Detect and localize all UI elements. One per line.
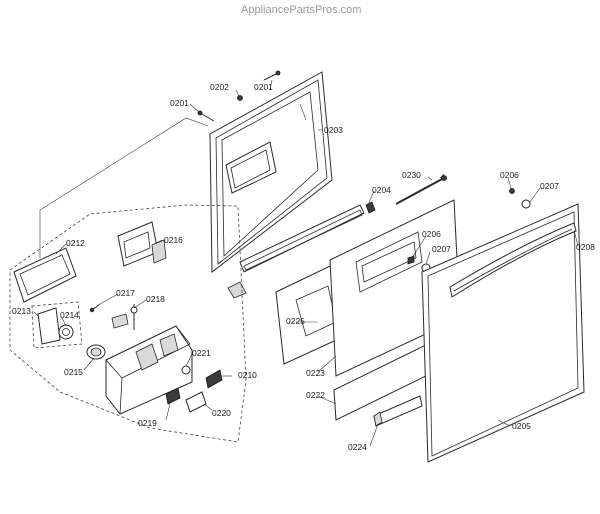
label-0207-top: 0207: [540, 181, 559, 191]
inner-door-liner: [209, 71, 333, 274]
label-0206-top: 0206: [500, 170, 519, 180]
toe-kick-plate: [373, 395, 423, 427]
label-0201-left: 0201: [170, 98, 189, 108]
display-frame: [13, 247, 77, 303]
label-0206-mid: 0206: [422, 229, 441, 239]
outer-door-panel: [421, 203, 585, 463]
label-0203: 0203: [324, 125, 343, 135]
label-0210: 0210: [238, 370, 257, 380]
label-0230: 0230: [402, 170, 421, 180]
label-0215: 0215: [64, 367, 83, 377]
control-module-body: [105, 325, 193, 415]
label-0219: 0219: [138, 418, 157, 428]
control-knob: [86, 344, 106, 360]
label-0218: 0218: [146, 294, 165, 304]
label-0205: 0205: [512, 421, 531, 431]
leader-lines: [33, 79, 579, 447]
label-0202: 0202: [210, 82, 229, 92]
label-0207-mid: 0207: [432, 244, 451, 254]
label-0212: 0212: [66, 238, 85, 248]
label-0221: 0221: [192, 348, 211, 358]
fasteners-right: [509, 188, 531, 209]
small-screws-mid: [89, 303, 138, 330]
label-0208: 0208: [576, 242, 595, 252]
label-0217: 0217: [116, 288, 135, 298]
control-module-group-outline: [9, 204, 247, 443]
label-0201-right: 0201: [254, 82, 273, 92]
label-0220: 0220: [212, 408, 231, 418]
label-0222: 0222: [306, 390, 325, 400]
label-0213: 0213: [12, 306, 31, 316]
label-0224: 0224: [348, 442, 367, 452]
label-0204: 0204: [372, 185, 391, 195]
module-small-parts: [165, 365, 223, 413]
label-0216: 0216: [164, 235, 183, 245]
label-0214: 0214: [60, 310, 79, 320]
label-0225: 0225: [286, 316, 305, 326]
watermark-text: AppliancePartsPros.com: [241, 4, 361, 16]
door-handle: [449, 222, 577, 298]
switch-board: [117, 221, 167, 267]
label-0223: 0223: [306, 368, 325, 378]
knob-housing: [37, 307, 74, 345]
harness-lead: [39, 117, 209, 258]
hinge-rod: [395, 175, 447, 205]
part-labels: 0201 0201 0202 0203 0204 0205 0206 0206 …: [12, 82, 595, 452]
sub-assembly-outline: [31, 301, 83, 349]
